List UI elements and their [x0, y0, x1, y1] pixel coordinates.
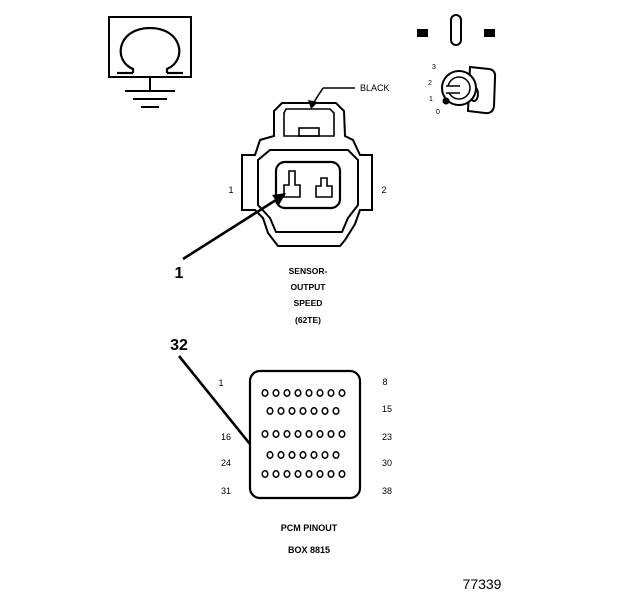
connector-name: SENSOR- OUTPUT SPEED (62TE): [289, 266, 328, 325]
pcm-connector: [248, 369, 362, 500]
pcm-pin-cavity: [294, 470, 302, 478]
pcm-pin-cavity: [305, 430, 313, 438]
pcm-pin-cavity: [332, 407, 340, 415]
pcm-pin-cavity: [261, 430, 269, 438]
pcm-right-numbers: 8 15 23 30 38: [382, 377, 392, 496]
sensor-connector: [241, 102, 373, 247]
pcm-pin-number-16: 16: [221, 432, 231, 442]
pcm-pin-cavity: [261, 389, 269, 397]
color-leader: [308, 87, 355, 109]
pcm-pin-cavity: [321, 451, 329, 459]
pcm-pin-number-30: 30: [382, 458, 392, 468]
pcm-pin-cavity: [327, 470, 335, 478]
pcm-pin-grid: [261, 389, 346, 478]
connector-name-line-3: SPEED: [294, 298, 323, 308]
pcm-pin-cavity: [316, 430, 324, 438]
connector-pin-2-label: 2: [381, 185, 386, 195]
figure-number: 77339: [463, 576, 502, 592]
pcm-pin-cavity: [299, 451, 307, 459]
connector-name-line-4: (62TE): [295, 315, 321, 325]
pcm-pin-cavity: [283, 430, 291, 438]
pcm-pin-cavity: [288, 407, 296, 415]
pcm-title-line-1: PCM PINOUT: [281, 523, 338, 533]
pcm-pin-cavity: [305, 470, 313, 478]
callout-32-label: 32: [170, 337, 188, 354]
key-position-2: 2: [428, 80, 432, 87]
pcm-pin-cavity: [338, 430, 346, 438]
pcm-pin-cavity: [272, 430, 280, 438]
ohmmeter-ground-icon: [108, 16, 192, 108]
pcm-pin-number-1: 1: [218, 378, 223, 388]
pcm-pin-number-24: 24: [221, 458, 231, 468]
connector-name-line-1: SENSOR-: [289, 266, 328, 276]
pcm-pin-cavity: [316, 470, 324, 478]
connector-name-line-2: OUTPUT: [291, 282, 327, 292]
key-position-0: 0: [436, 109, 440, 116]
pcm-pin-cavity: [310, 407, 318, 415]
pcm-pin-cavity: [294, 430, 302, 438]
key-position-3: 3: [432, 64, 436, 71]
pcm-pin-cavity: [305, 389, 313, 397]
pcm-pin-cavity: [277, 451, 285, 459]
pcm-pin-cavity: [338, 470, 346, 478]
pcm-pin-number-23: 23: [382, 432, 392, 442]
pcm-pin-cavity: [288, 451, 296, 459]
pcm-pin-cavity: [277, 407, 285, 415]
pcm-pin-cavity: [321, 407, 329, 415]
pcm-pin-cavity: [332, 451, 340, 459]
pcm-pin-cavity: [266, 407, 274, 415]
pcm-pin-cavity: [272, 389, 280, 397]
callout-1-label: 1: [175, 265, 184, 282]
pcm-pin-cavity: [261, 470, 269, 478]
pcm-pin-cavity: [283, 470, 291, 478]
pcm-pin-cavity: [266, 451, 274, 459]
pcm-pin-cavity: [299, 407, 307, 415]
pcm-pin-cavity: [272, 470, 280, 478]
pcm-pin-number-38: 38: [382, 486, 392, 496]
pcm-pin-cavity: [327, 389, 335, 397]
pcm-title-line-2: BOX 8815: [288, 545, 330, 555]
connector-pin-1-label: 1: [228, 185, 233, 195]
ignition-key-icon: 3 2 1 0: [417, 14, 497, 116]
pcm-left-numbers: 1 16 24 31: [218, 378, 231, 496]
pcm-pin-number-8: 8: [382, 377, 387, 387]
pcm-pin-cavity: [310, 451, 318, 459]
pcm-pin-cavity: [283, 389, 291, 397]
pcm-pin-cavity: [316, 389, 324, 397]
key-position-1: 1: [429, 96, 433, 103]
pcm-pin-cavity: [327, 430, 335, 438]
pcm-pin-cavity: [294, 389, 302, 397]
pcm-pin-number-31: 31: [221, 486, 231, 496]
pcm-pin-cavity: [338, 389, 346, 397]
pcm-pin-number-15: 15: [382, 404, 392, 414]
connector-color-label: BLACK: [360, 83, 390, 93]
callout-1-arrow: [182, 193, 286, 261]
